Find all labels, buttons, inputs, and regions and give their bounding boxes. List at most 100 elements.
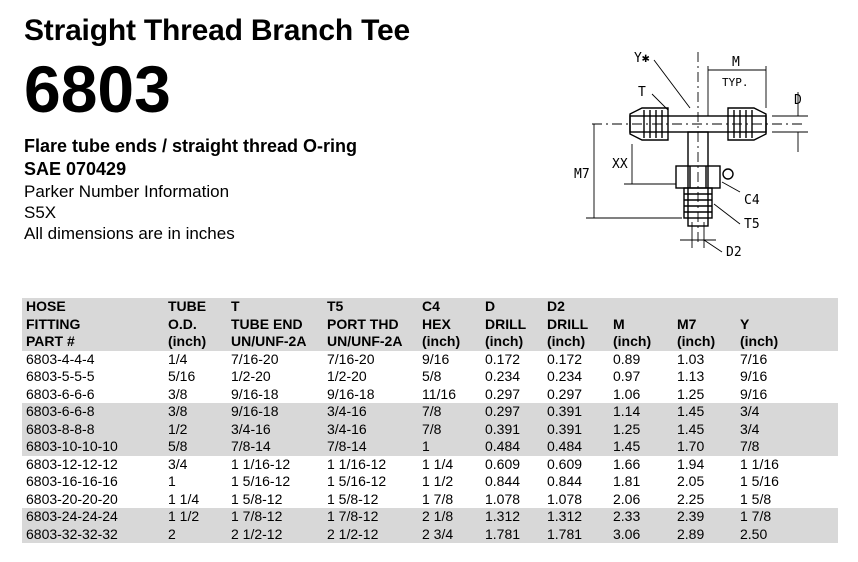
table-cell: 1 5/8 [740, 490, 772, 507]
table-cell: 1.13 [677, 368, 705, 384]
table-cell: 1 7/8-12 [231, 508, 283, 524]
table-cell: 1 [422, 438, 430, 454]
table-cell: 1/2-20 [327, 368, 367, 384]
table-cell: 1.781 [485, 525, 521, 542]
table-cell: 1 [168, 473, 176, 489]
table-cell: 1.70 [677, 438, 705, 454]
table-cell: 9/16 [422, 350, 450, 367]
table-cell: 1.94 [677, 455, 705, 472]
table-cell: 2 3/4 [422, 525, 454, 542]
table-cell: 1.25 [677, 385, 705, 402]
table-cell: 0.172 [547, 350, 583, 367]
table-cell: 2.89 [677, 525, 705, 542]
table-cell: 1 1/16-12 [327, 455, 387, 472]
column-header-line: (inch) [677, 333, 716, 349]
table-cell: 6803-16-16-16 [26, 473, 118, 489]
table-cell: 1 1/2 [422, 473, 454, 489]
table-cell: 1 5/8-12 [231, 490, 283, 507]
table-cell: 6803-6-6-8 [26, 403, 95, 419]
table-cell: 9/16 [740, 368, 768, 384]
label-xx: XX [612, 157, 628, 172]
table-cell: 1.66 [613, 455, 641, 472]
column-header-line: M [613, 315, 625, 332]
table-cell: 0.97 [613, 368, 641, 384]
table-cell: 0.609 [485, 455, 521, 472]
column-header-line: PART # [26, 333, 75, 349]
table-cell: 9/16-18 [231, 385, 279, 402]
fitting-diagram: Y✱ T M TYP. D M7 XX C4 T5 D2 [574, 51, 808, 260]
table-cell: 0.391 [547, 420, 583, 437]
table-cell: 3/4-16 [327, 420, 367, 437]
table-cell: 3/8 [168, 403, 188, 419]
table-cell: 0.844 [485, 473, 521, 489]
table-cell: 1 1/4 [422, 455, 454, 472]
column-header-line: UN/UNF-2A [231, 333, 307, 349]
table-cell: 1.781 [547, 525, 583, 542]
table-cell: 7/16-20 [231, 350, 279, 367]
table-cell: 3/8 [168, 385, 188, 402]
table-cell: 5/8 [422, 368, 442, 384]
column-header-line [740, 298, 838, 316]
table-cell: 1.45 [677, 420, 705, 437]
table-cell: 6803-4-4-4 [26, 350, 95, 367]
column-header-line: Y [740, 315, 750, 332]
table-cell: 0.297 [485, 403, 521, 419]
column-header-line: DRILL [547, 315, 589, 332]
table-cell: 6803-12-12-12 [26, 455, 118, 472]
table-cell: 0.297 [485, 385, 521, 402]
column-header: M7(inch) [673, 298, 736, 351]
table-cell: 3/4 [168, 455, 188, 472]
table-cell: 1 1/16 [740, 455, 779, 472]
table-cell: 0.484 [547, 438, 583, 454]
info-line-code: S5X [24, 203, 57, 222]
table-cell: 1.312 [485, 508, 521, 524]
table-cell: 2.33 [613, 508, 641, 524]
table-cell: 1 5/16-12 [231, 473, 291, 489]
table-cell: 1.45 [677, 403, 705, 419]
table-cell: 1 5/16 [740, 473, 779, 489]
table-cell: 1.078 [485, 490, 521, 507]
table-cell: 9/16-18 [327, 385, 375, 402]
table-cell: 2.05 [677, 473, 705, 489]
table-cell: 2.06 [613, 490, 641, 507]
label-t5: T5 [744, 217, 760, 232]
sae-number: SAE 070429 [24, 159, 127, 179]
table-cell: 7/8-14 [327, 438, 367, 454]
table-cell: 2 1/8 [422, 508, 454, 524]
label-m: M [732, 55, 740, 70]
column-header-line: (inch) [168, 333, 207, 349]
column-header-line [613, 298, 673, 316]
table-cell: 1/2-20 [231, 368, 271, 384]
table-cell: 6803-20-20-20 [26, 490, 118, 507]
column-header-line: UN/UNF-2A [327, 333, 403, 349]
table-cell: 2.50 [740, 525, 768, 542]
column-header-line [677, 298, 736, 316]
column-header-line: (inch) [485, 333, 524, 349]
table-cell: 0.609 [547, 455, 583, 472]
table-cell: 1/4 [168, 350, 188, 367]
table-cell: 2.25 [677, 490, 705, 507]
table-cell: 1 1/2 [168, 508, 200, 524]
table-cell: 2.39 [677, 508, 705, 524]
label-typ: TYP. [722, 76, 749, 89]
part-number: 6803 [24, 52, 171, 126]
info-line-parker: Parker Number Information [24, 182, 230, 201]
column-header-line: (inch) [740, 333, 779, 349]
table-cell: 1.03 [677, 350, 705, 367]
table-cell: 1 1/4 [168, 490, 200, 507]
column-header-line: HEX [422, 315, 451, 332]
table-cell: 5/16 [168, 368, 196, 384]
table-cell: 3/4 [740, 403, 760, 419]
table-cell: 1 5/8-12 [327, 490, 379, 507]
table-cell: 3/4-16 [231, 420, 271, 437]
